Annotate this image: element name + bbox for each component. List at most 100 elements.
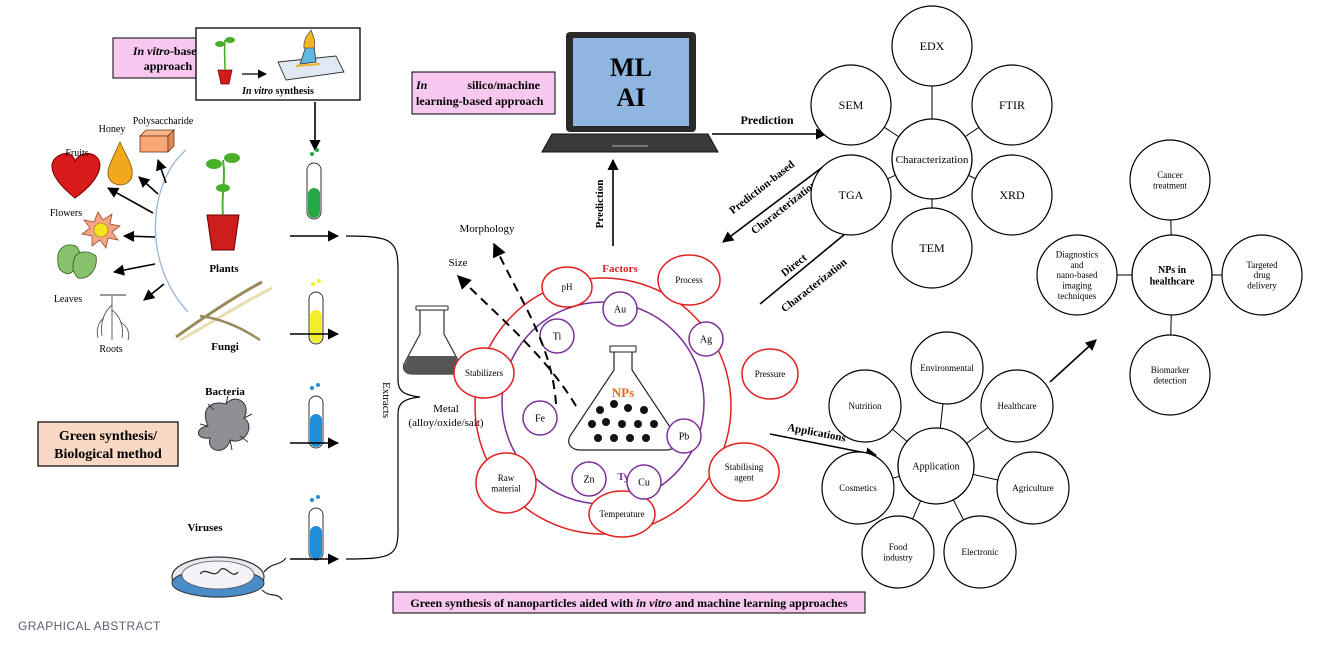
test-tube-blue-icon	[308, 383, 324, 449]
type-node-label: Cu	[638, 478, 650, 489]
svg-text:In vitro-based: In vitro-based	[132, 44, 204, 58]
node-tem: TEM	[891, 207, 973, 289]
node-sem: SEM	[810, 64, 892, 146]
factor-node-label: Pressure	[755, 369, 786, 379]
nps-center-label: NPs	[612, 385, 634, 400]
type-node-label: Pb	[679, 432, 690, 443]
factor-node-temperature: Temperature	[588, 490, 656, 538]
prediction-up-label: Prediction	[594, 180, 606, 229]
node-label: TEM	[919, 241, 945, 255]
svg-text:Green synthesis of nanoparticl: Green synthesis of nanoparticles aided w…	[410, 596, 848, 610]
type-node-cu: Cu	[626, 464, 662, 500]
svg-text:In vitro synthesis: In vitro synthesis	[241, 86, 314, 97]
node-cosmetics: Cosmetics	[821, 451, 895, 525]
node-agriculture: Agriculture	[996, 451, 1070, 525]
size-label: Size	[449, 257, 468, 269]
type-node-ti: Ti	[539, 318, 575, 354]
factor-node-pressure: Pressure	[741, 348, 799, 400]
factor-node-ph: pH	[541, 266, 593, 308]
viruses-label: Viruses	[187, 522, 223, 534]
plant-sources-panel: Plants Fruits Honey Polysaccharide Flowe…	[50, 116, 240, 355]
petri-dish-culture-icon	[277, 29, 345, 81]
application-network: EnvironmentalHealthcareAgricultureElectr…	[821, 331, 1070, 589]
type-node-fe: Fe	[522, 400, 558, 436]
node-edx: EDX	[891, 5, 973, 87]
prediction-right-label: Prediction	[740, 113, 793, 127]
factor-node-process: Process	[657, 254, 721, 306]
in-silico-line2: learning-based approach	[416, 94, 544, 108]
in-vitro-rest: -based	[170, 44, 204, 58]
in-vitro-line2: approach	[144, 59, 193, 73]
seedling-pot-icon	[215, 37, 235, 85]
node-ftir: FTIR	[971, 64, 1053, 146]
flower-icon	[81, 211, 121, 249]
polysaccharide-label: Polysaccharide	[133, 116, 194, 127]
honey-label: Honey	[99, 124, 126, 135]
leaves-icon	[57, 244, 97, 279]
type-node-zn: Zn	[571, 461, 607, 497]
fruits-label: Fruits	[65, 148, 88, 159]
factor-node-label: Stabilizers	[465, 368, 503, 378]
hub-characterization: Characterization	[891, 118, 973, 200]
factor-node-label: pH	[562, 282, 574, 292]
factor-node-label: Process	[675, 275, 703, 285]
bottom-banner-c: and machine learning approaches	[672, 596, 848, 610]
node-label: FTIR	[999, 98, 1025, 112]
factor-node-stabilizers: Stabilizers	[453, 347, 515, 399]
laptop-icon	[541, 32, 719, 153]
honey-drop-icon	[107, 141, 133, 186]
in-silico-italic: In	[415, 78, 428, 92]
node-label: SEM	[839, 98, 864, 112]
green-synthesis-line2: Biological method	[54, 447, 162, 462]
roots-label: Roots	[99, 344, 122, 355]
node-tga: TGA	[810, 154, 892, 236]
node-nutrition: Nutrition	[828, 369, 902, 443]
roots-icon	[96, 294, 130, 341]
metal-label: Metal	[433, 403, 459, 415]
factors-label: Factors	[602, 263, 638, 275]
extracts-brace	[345, 235, 421, 560]
hub-label: Application	[912, 462, 959, 473]
morphology-label: Morphology	[460, 223, 516, 235]
in-vitro-italic: In vitro	[132, 44, 170, 58]
hub-label: Characterization	[896, 154, 969, 166]
bottom-banner-box: Green synthesis of nanoparticles aided w…	[392, 591, 866, 614]
virus-icon	[171, 556, 287, 601]
test-tube-green-icon	[306, 148, 322, 220]
type-node-label: Ti	[553, 332, 562, 343]
node-label: EDX	[920, 39, 945, 53]
node-label: TGA	[839, 188, 864, 202]
bacteria-icon	[198, 395, 253, 451]
in-vitro-synthesis-italic: In vitro	[241, 86, 273, 97]
node-electronic: Electronic	[943, 515, 1017, 589]
type-node-ag: Ag	[688, 321, 724, 357]
leaves-label: Leaves	[54, 294, 82, 305]
type-node-label: Au	[614, 305, 626, 316]
fungi-icon	[175, 280, 273, 342]
node-label: Nutrition	[849, 401, 882, 411]
node-label: Cosmetics	[839, 483, 877, 493]
type-node-label: Ag	[700, 335, 712, 346]
bottom-banner-b: in vitro	[636, 596, 672, 610]
green-synthesis-line1: Green synthesis/	[59, 429, 158, 444]
type-node-label: Zn	[583, 475, 594, 486]
flask-icon	[402, 305, 462, 375]
type-node-label: Fe	[535, 414, 546, 425]
extracts-label: Extracts	[380, 382, 392, 418]
